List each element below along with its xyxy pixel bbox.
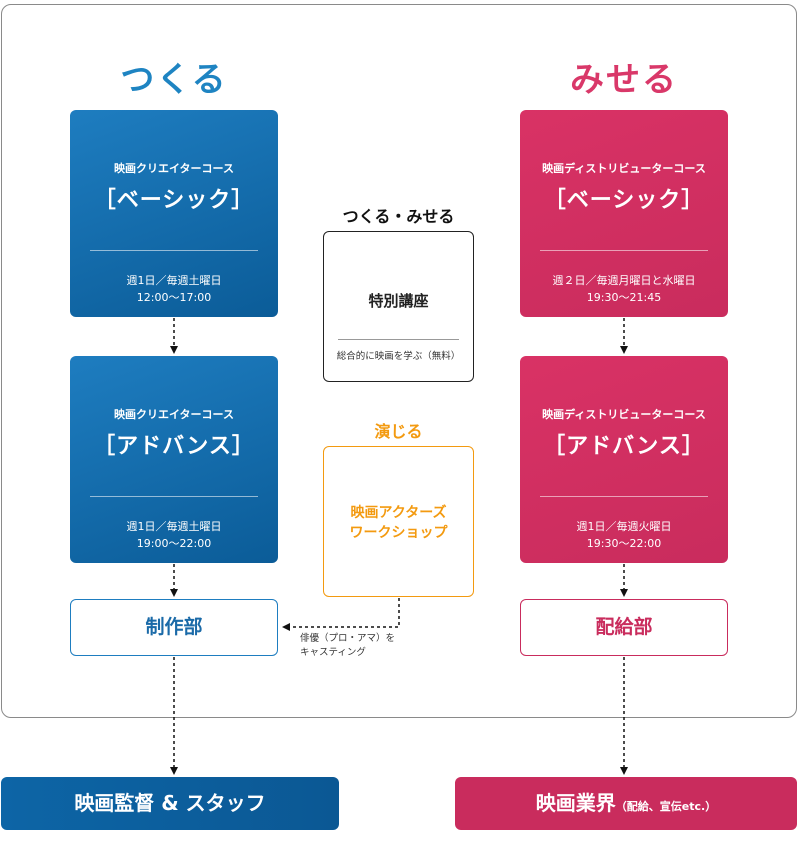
course-name: 映画クリエイターコース <box>113 408 234 421</box>
actors-workshop-box: 映画アクターズ ワークショップ <box>323 446 474 597</box>
special-course-box: 特別講座 総合的に映画を学ぶ（無料） <box>323 231 474 382</box>
divider <box>540 496 708 497</box>
course-level: ［アドバンス］ <box>93 434 255 459</box>
casting-note-line2: キャスティング <box>300 647 366 658</box>
distributor-advance-card: 映画ディストリビューターコース ［アドバンス］ 週1日／毎週火曜日 19:30〜… <box>520 356 728 563</box>
production-dept-box: 制作部 <box>70 599 278 656</box>
outcome-film-industry-main: 映画業界 <box>535 791 616 815</box>
arrow-actors-to-production <box>282 598 400 631</box>
schedule: 週２日／毎週月曜日と水曜日 19:30〜21:45 <box>520 272 728 306</box>
schedule-time: 19:30〜22:00 <box>586 537 662 550</box>
schedule-day: 週1日／毎週土曜日 <box>126 520 222 533</box>
special-course-subtitle: 総合的に映画を学ぶ（無料） <box>336 351 461 362</box>
special-course-title: 特別講座 <box>368 292 429 310</box>
casting-note: 俳優（プロ・アマ）を キャスティング <box>300 632 395 660</box>
acting-label: 演じる <box>374 422 423 441</box>
course-level: ［ベーシック］ <box>93 188 255 213</box>
heading-create: つくる <box>120 60 228 100</box>
course-level: ［アドバンス］ <box>543 434 705 459</box>
course-name: 映画ディストリビューターコース <box>542 408 706 421</box>
outcome-film-industry-sub: （配給、宣伝etc.） <box>615 800 717 813</box>
outcome-directors-staff: 映画監督 & スタッフ <box>1 777 339 830</box>
creator-basic-card: 映画クリエイターコース ［ベーシック］ 週1日／毎週土曜日 12:00〜17:0… <box>70 110 278 317</box>
schedule-time: 19:30〜21:45 <box>586 291 662 304</box>
schedule: 週1日／毎週火曜日 19:30〜22:00 <box>520 518 728 552</box>
actors-workshop-line1: 映画アクターズ <box>350 505 447 521</box>
casting-note-line1: 俳優（プロ・アマ）を <box>300 633 396 644</box>
distribution-dept-box: 配給部 <box>520 599 728 656</box>
schedule: 週1日／毎週土曜日 19:00〜22:00 <box>70 518 278 552</box>
course-name: 映画ディストリビューターコース <box>542 162 706 175</box>
divider <box>338 339 459 340</box>
actors-workshop-title: 映画アクターズ ワークショップ <box>324 503 473 543</box>
schedule-time: 12:00〜17:00 <box>136 291 212 304</box>
special-course-label: つくる・みせる <box>342 207 455 226</box>
divider <box>90 496 258 497</box>
schedule-time: 19:00〜22:00 <box>136 537 212 550</box>
main-frame <box>1 4 797 718</box>
distributor-basic-card: 映画ディストリビューターコース ［ベーシック］ 週２日／毎週月曜日と水曜日 19… <box>520 110 728 317</box>
schedule-day: 週1日／毎週火曜日 <box>576 520 672 533</box>
creator-advance-card: 映画クリエイターコース ［アドバンス］ 週1日／毎週土曜日 19:00〜22:0… <box>70 356 278 563</box>
schedule: 週1日／毎週土曜日 12:00〜17:00 <box>70 272 278 306</box>
schedule-day: 週２日／毎週月曜日と水曜日 <box>552 274 696 287</box>
course-name: 映画クリエイターコース <box>113 162 234 175</box>
course-level: ［ベーシック］ <box>543 188 705 213</box>
schedule-day: 週1日／毎週土曜日 <box>126 274 222 287</box>
divider <box>90 250 258 251</box>
heading-show: みせる <box>570 60 678 100</box>
divider <box>540 250 708 251</box>
outcome-film-industry: 映画業界（配給、宣伝etc.） <box>455 777 797 830</box>
actors-workshop-line2: ワークショップ <box>349 525 448 541</box>
